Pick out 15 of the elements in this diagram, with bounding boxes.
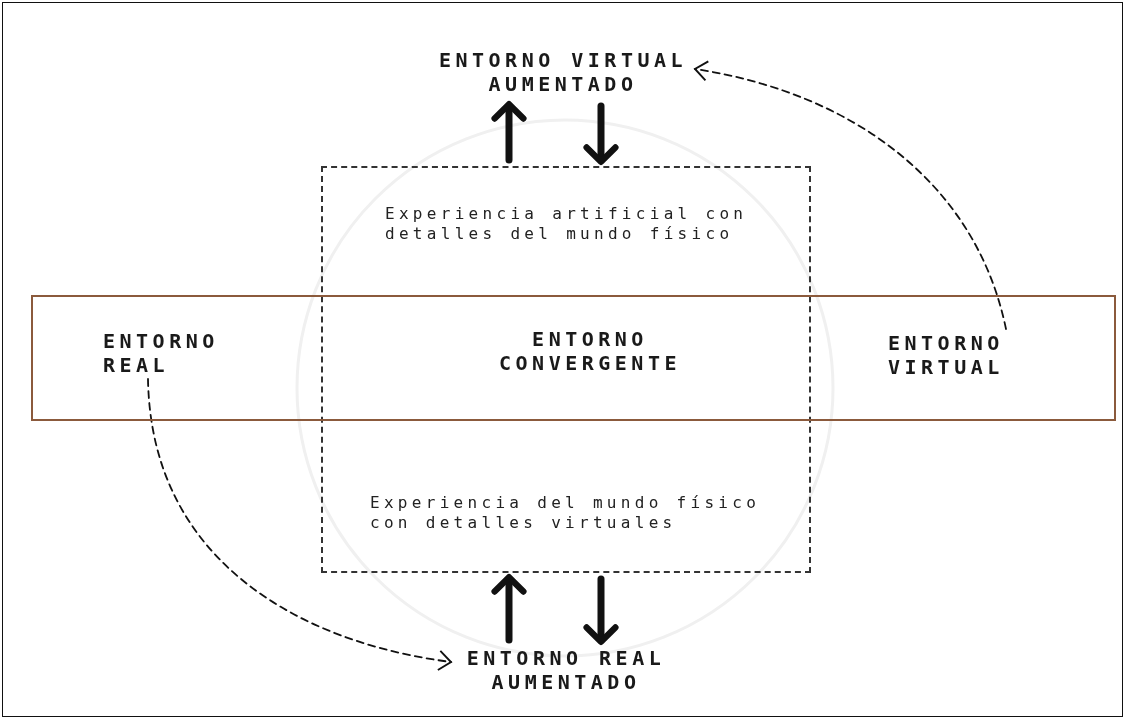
description-text: Experiencia del mundo físico con detalles virtuales [370, 493, 762, 533]
dashed-rectangle [321, 166, 811, 573]
heading-text: ENTORNO VIRTUAL [888, 331, 1048, 383]
arrow [147, 378, 452, 671]
description-text: Experiencia artificial con detalles del mundo físico [385, 204, 749, 244]
band-rectangle [31, 295, 1116, 421]
arrow [491, 574, 527, 644]
heading-text: ENTORNO VIRTUAL AUMENTADO [431, 48, 695, 100]
heading-text: ENTORNO CONVERGENTE [465, 327, 715, 379]
heading-text: ENTORNO REAL AUMENTADO [451, 646, 681, 698]
arrow [583, 102, 619, 165]
arrow [491, 101, 527, 164]
heading-text: ENTORNO REAL [103, 329, 253, 381]
arrow [694, 60, 1007, 330]
arrow [583, 575, 619, 645]
